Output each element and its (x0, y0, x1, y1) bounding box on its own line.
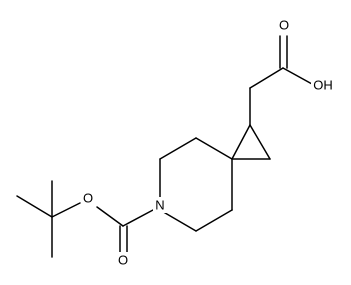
atom-nitrogen: N (155, 198, 164, 213)
bond-c3b-c4b (195, 209, 233, 232)
atom-oxygen-carbonyl-acid: O (279, 18, 289, 33)
bond-n-c3b (159, 209, 197, 232)
bond-cooh-oh (282, 67, 313, 85)
atom-hydroxyl: OH (313, 78, 333, 93)
bond-cp1-cp2 (249, 124, 271, 160)
bond-ester-o-cq (51, 202, 81, 218)
bond-c4a-c3a (159, 137, 197, 160)
bond-carbonyl-ester-o (96, 206, 124, 227)
atom-oxygen-ester: O (83, 191, 93, 206)
bond-spiro-c4a (195, 137, 233, 160)
bond-n-carbonyl (122, 209, 154, 227)
bond-ch2-cooh (249, 67, 284, 89)
atom-oxygen-carbonyl-boc: O (118, 253, 128, 268)
bond-cq-methyl-left (16, 195, 53, 218)
bond-spiro-cp1 (231, 124, 251, 160)
